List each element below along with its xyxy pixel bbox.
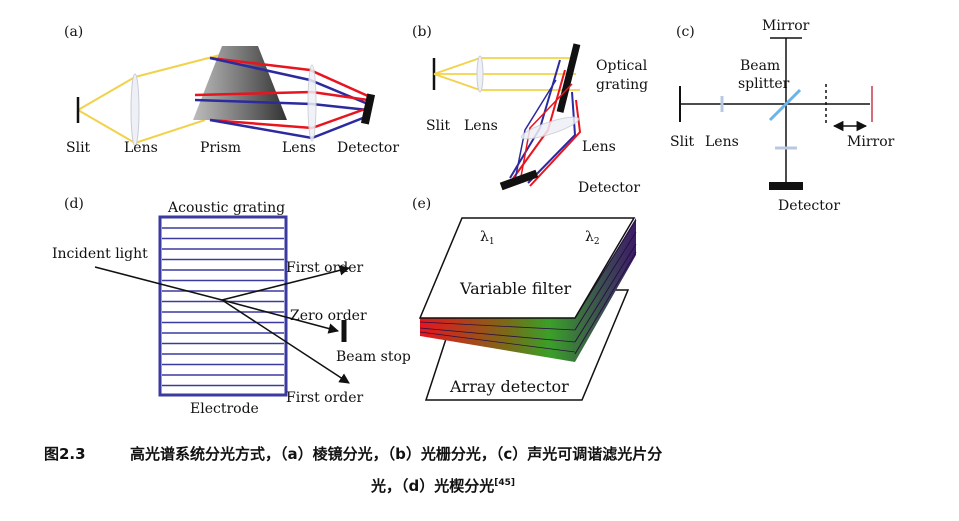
panel-e: (e) λ1 λ2 Variable filter Array detector [412, 196, 637, 401]
panel-e-tag: (e) [412, 196, 431, 212]
label-grating-2: grating [596, 77, 648, 93]
first-order-bottom-ray [221, 299, 350, 384]
label-acoustic: Acoustic grating [167, 200, 285, 216]
panel-b-tag: (b) [412, 24, 432, 40]
panel-c-tag: (c) [676, 24, 695, 40]
panel-a: (a) Slit Lens Prism Lens Detector [64, 24, 399, 156]
label-incident: Incident light [52, 246, 148, 262]
label-electrode: Electrode [190, 401, 259, 417]
label-bs-1: Beam [740, 58, 780, 74]
lens-b2 [520, 116, 580, 140]
lens-a1 [130, 73, 140, 147]
label-prism: Prism [200, 140, 241, 156]
label-lens-a2: Lens [282, 140, 316, 156]
label-grating-1: Optical [596, 58, 648, 74]
variable-filter [418, 217, 636, 319]
detector-b [499, 169, 539, 191]
label-array-detector: Array detector [449, 377, 569, 396]
caption-line-2: 光，（d）光楔分光[45] [371, 475, 515, 496]
caption-number: 图2.3 [44, 445, 86, 463]
acoustic-grating-lines [162, 227, 284, 387]
incident-ray [94, 266, 223, 301]
panel-c: (c) Mirror Beam splitter Slit Lens Mirro… [670, 18, 895, 214]
caption-ref: [45] [494, 478, 516, 488]
panel-d-tag: (d) [64, 196, 84, 212]
label-lens-c: Lens [705, 134, 739, 150]
prism [193, 46, 287, 120]
label-detector-b: Detector [578, 180, 640, 196]
lens-b1 [476, 55, 484, 93]
caption-line-2-text: 光，（d）光楔分光 [371, 477, 495, 495]
label-zero-order: Zero order [290, 308, 367, 324]
label-slit-c: Slit [670, 134, 695, 150]
beam-splitter [768, 88, 802, 122]
label-lens-b1: Lens [464, 118, 498, 134]
label-bs-2: splitter [738, 76, 790, 92]
lens-a2 [307, 64, 317, 142]
panel-d: (d) Acoustic grating Incident light Firs… [52, 196, 411, 417]
zero-order-ray [221, 299, 340, 334]
label-mirror-top: Mirror [762, 18, 810, 34]
label-detector-a: Detector [337, 140, 399, 156]
label-lambda2: λ2 [585, 229, 600, 247]
caption-line-1: 高光谱系统分光方式，（a）棱镜分光，（b）光栅分光，（c）声光可调谐滤光片分 [130, 445, 663, 463]
label-first-order-bottom: First order [286, 390, 364, 406]
acousto-optic-crystal [158, 215, 288, 397]
label-detector-c: Detector [778, 198, 840, 214]
filter-stack [420, 218, 636, 362]
detector-c [769, 182, 803, 190]
label-mirror-right: Mirror [847, 134, 895, 150]
label-slit-a: Slit [66, 140, 91, 156]
panel-b: (b) Optical grating Slit Lens Lens Detec… [412, 24, 648, 196]
label-first-order-top: First order [286, 260, 364, 276]
label-lambda1: λ1 [480, 229, 495, 247]
label-beam-stop: Beam stop [336, 349, 411, 365]
detector-a [360, 93, 376, 125]
first-order-top-ray [221, 265, 351, 301]
label-lens-b2: Lens [582, 139, 616, 155]
label-lens-a1: Lens [124, 140, 158, 156]
optical-grating [556, 43, 581, 113]
label-variable-filter: Variable filter [459, 279, 572, 298]
label-slit-b: Slit [426, 118, 451, 134]
panel-a-tag: (a) [64, 24, 83, 40]
